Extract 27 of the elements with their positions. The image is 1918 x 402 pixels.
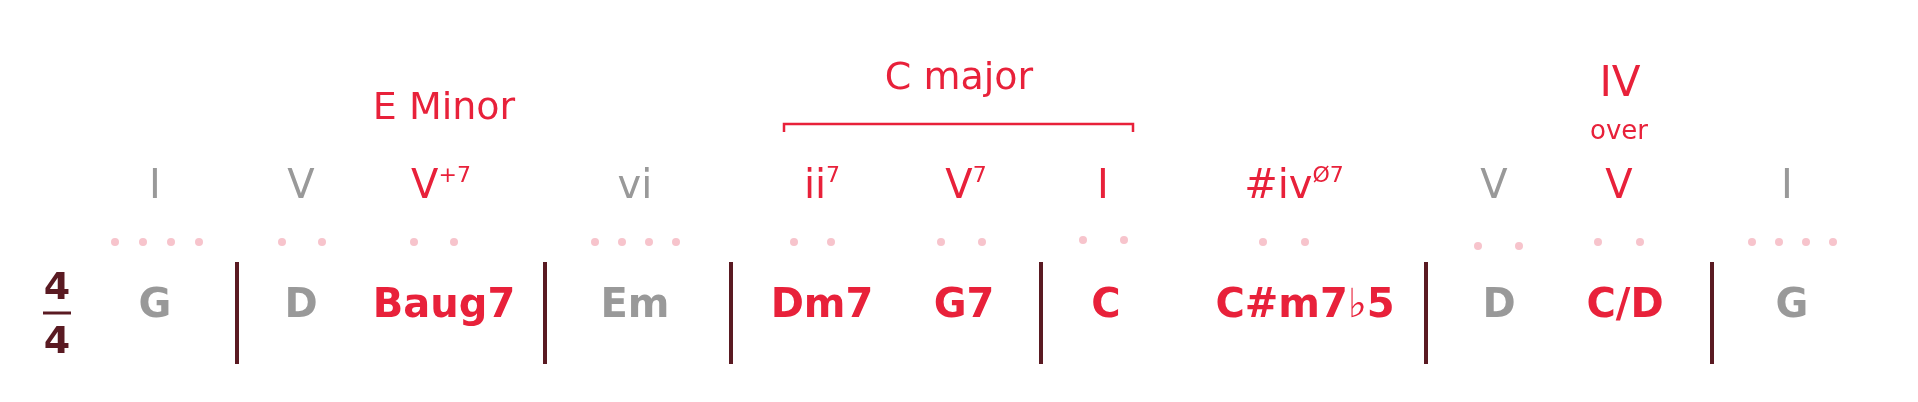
roman-numeral: V [1480, 164, 1508, 204]
roman-numeral: V$^{7}$ [945, 163, 987, 205]
time-signature-numeral: 4 [43, 267, 71, 305]
roman-numeral: V$^{+7}$ [411, 163, 471, 205]
roman-numeral: I [1781, 164, 1793, 204]
roman-numeral: V [287, 164, 315, 204]
roman-numeral: vi [617, 164, 653, 204]
key-label: E Minor [372, 87, 516, 125]
chord-symbol: C/D [1586, 283, 1664, 323]
chord-symbol: D [1482, 283, 1516, 323]
chord-symbol: G [1775, 283, 1809, 323]
chord-symbol: C#m7♭5 [1215, 283, 1395, 323]
roman-numeral: IV [1599, 61, 1641, 103]
chord-symbol: G7 [933, 283, 995, 323]
chord-symbol: C [1091, 283, 1121, 323]
roman-numeral: I [149, 164, 161, 204]
chord-symbol: Em [600, 283, 670, 323]
chord-symbol: G [138, 283, 172, 323]
key-label: C major [884, 57, 1034, 95]
chord-symbol: Dm7 [770, 283, 874, 323]
roman-numeral: V [1605, 164, 1633, 204]
chord-symbol: D [284, 283, 318, 323]
time-signature-numeral: 4 [43, 321, 71, 359]
roman-numeral: #iv$^{Ø7}$ [1244, 163, 1344, 205]
roman-numeral: I [1097, 164, 1109, 204]
roman-numeral: ii$^{7}$ [803, 163, 841, 205]
over-label: over [1590, 117, 1648, 143]
